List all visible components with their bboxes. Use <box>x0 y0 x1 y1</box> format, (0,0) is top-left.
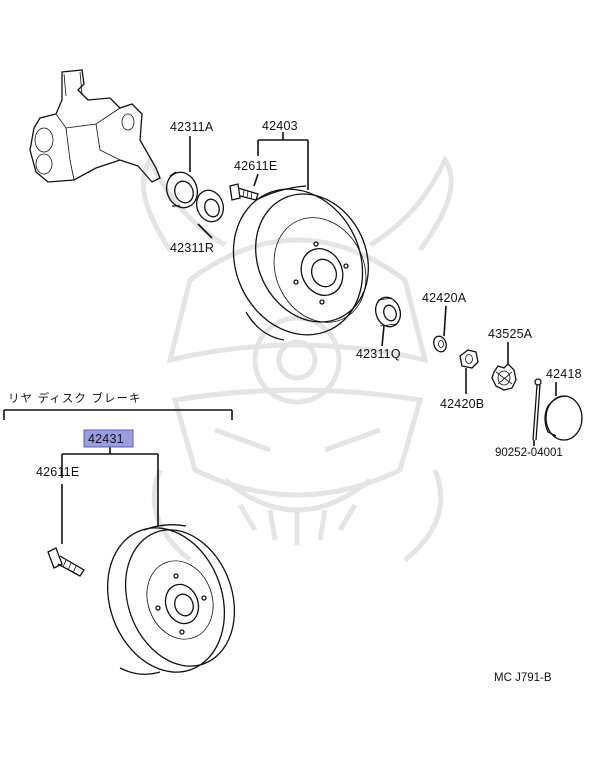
label-42311A[interactable]: 42311A <box>170 120 214 134</box>
label-42431[interactable]: 42431 <box>88 432 124 446</box>
drawing-code: MC J791-B <box>494 672 552 684</box>
leader-lines <box>3 132 557 544</box>
watermark-logo <box>140 154 454 562</box>
brake-disc-42431 <box>106 524 236 675</box>
section-title: リヤ ディスク ブレーキ <box>8 391 142 405</box>
label-42611E-top[interactable]: 42611E <box>234 159 277 173</box>
lock-cap-43525A <box>491 363 517 391</box>
label-42420A[interactable]: 42420A <box>422 291 467 305</box>
label-42611E-bottom[interactable]: 42611E <box>36 465 79 479</box>
label-42311R[interactable]: 42311R <box>170 241 214 255</box>
highlight-box-42431 <box>83 429 134 448</box>
label-42420B[interactable]: 42420B <box>440 397 484 411</box>
label-90252-04001[interactable]: 90252-04001 <box>495 447 563 459</box>
brake-drum-42403 <box>232 185 369 341</box>
steering-knuckle <box>29 69 161 183</box>
label-42311Q[interactable]: 42311Q <box>356 347 401 361</box>
nut-42420B <box>459 349 479 369</box>
label-42418[interactable]: 42418 <box>546 367 582 381</box>
cotter-pin-90252 <box>532 378 542 441</box>
hub-bolt-top <box>229 183 259 201</box>
hub-bolt-bottom <box>47 547 85 577</box>
label-42403[interactable]: 42403 <box>262 119 298 133</box>
washer-42420A <box>433 335 447 353</box>
bearing-42311A <box>165 171 199 209</box>
bearing-42311Q <box>374 296 402 328</box>
grease-cap-42418 <box>544 395 583 441</box>
bearing-42311R <box>195 189 225 223</box>
label-43525A[interactable]: 43525A <box>488 327 533 341</box>
